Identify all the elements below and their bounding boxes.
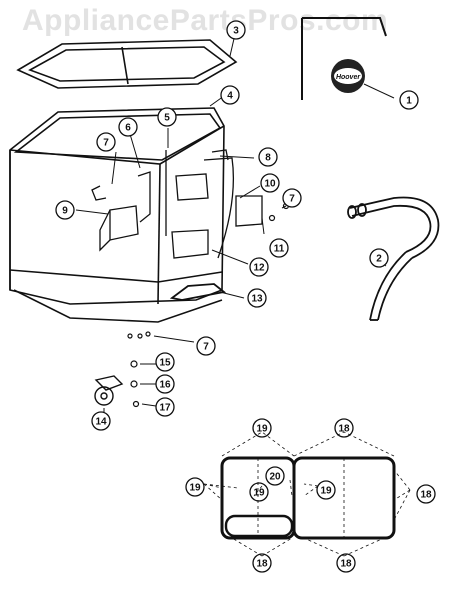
callout-number: 1 (406, 96, 412, 107)
callout-14: 14 (91, 411, 111, 431)
callout-12: 12 (249, 257, 269, 277)
callout-3: 3 (226, 20, 246, 40)
detail-callout-18: 18 (334, 418, 354, 438)
callout-17: 17 (155, 397, 175, 417)
drain-hose (347, 196, 440, 321)
detail-callout-19: 19 (249, 482, 269, 502)
callout-number: 3 (233, 26, 239, 37)
hardware-screws (127, 202, 290, 408)
callout-15: 15 (155, 352, 175, 372)
callout-11: 11 (269, 238, 289, 258)
badge-bracket (301, 17, 387, 100)
callout-13: 13 (247, 288, 267, 308)
strap-part (169, 283, 227, 301)
callout-number: 19 (189, 483, 201, 494)
callout-1: 1 (399, 90, 419, 110)
detail-callout-19: 19 (316, 480, 336, 500)
leader-lines (75, 29, 395, 414)
callout-number: 12 (253, 263, 265, 274)
callout-number: 8 (265, 153, 271, 164)
detail-callout-20: 20 (265, 466, 285, 486)
callout-2: 2 (369, 248, 389, 268)
callout-number: 13 (251, 294, 263, 305)
callout-number: 11 (274, 244, 285, 255)
callout-number: 7 (203, 342, 209, 353)
callout-10: 10 (260, 173, 280, 193)
callout-7: 7 (196, 336, 216, 356)
callout-number: 18 (420, 490, 432, 501)
detail-callout-19: 19 (252, 418, 272, 438)
callout-7: 7 (96, 132, 116, 152)
callout-9: 9 (55, 200, 75, 220)
detail-callout-19: 19 (185, 477, 205, 497)
callout-number: 19 (253, 488, 265, 499)
callout-number: 9 (62, 206, 68, 217)
callout-number: 19 (320, 486, 332, 497)
detail-callout-18: 18 (252, 553, 272, 573)
callout-number: 4 (227, 91, 233, 102)
callout-number: 2 (376, 254, 382, 265)
callout-number: 15 (159, 358, 171, 369)
callout-number: 17 (159, 403, 171, 414)
gasket-detail (203, 431, 411, 557)
callout-number: 10 (264, 179, 276, 190)
callout-number: 18 (256, 559, 268, 570)
callout-number: 18 (338, 424, 350, 435)
callout-number: 7 (103, 138, 109, 149)
detail-callout-18: 18 (416, 484, 436, 504)
callout-16: 16 (155, 374, 175, 394)
detail-callout-18: 18 (336, 553, 356, 573)
callout-number: 6 (125, 123, 131, 134)
svg-text:Hoover: Hoover (336, 74, 361, 81)
callout-8: 8 (258, 147, 278, 167)
callout-5: 5 (157, 107, 177, 127)
caster-wheel (94, 375, 124, 406)
callout-7: 7 (282, 188, 302, 208)
callout-number: 16 (159, 380, 171, 391)
callout-4: 4 (220, 85, 240, 105)
washer-cabinet (9, 107, 225, 323)
callout-number: 19 (256, 424, 268, 435)
hoover-logo: Hoover (331, 59, 365, 93)
callout-number: 20 (269, 472, 281, 483)
callout-number: 18 (340, 559, 352, 570)
lid-frame-part (16, 39, 238, 89)
callout-6: 6 (118, 117, 138, 137)
callout-number: 14 (95, 417, 107, 428)
watermark-text: AppliancePartsPros.com (22, 4, 389, 37)
callout-number: 7 (289, 194, 295, 205)
internal-parts (91, 149, 263, 259)
callout-number: 5 (164, 113, 170, 124)
